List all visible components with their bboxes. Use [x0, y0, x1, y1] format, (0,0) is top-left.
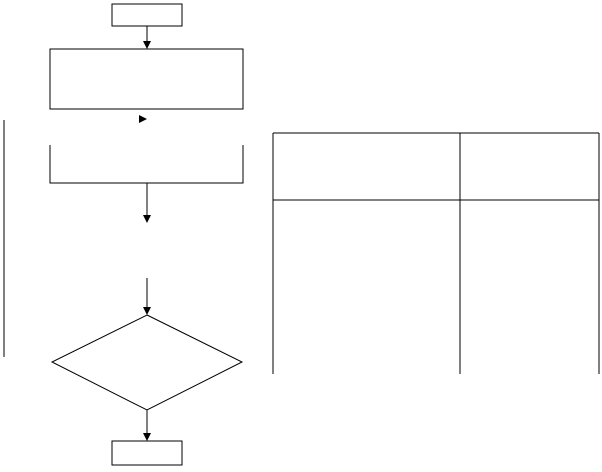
process-box-2 [49, 145, 244, 184]
reference-table [272, 132, 600, 374]
start-terminal [111, 3, 183, 27]
process-box-1 [49, 48, 244, 110]
small-arrow-marker [139, 115, 147, 123]
table-body-cell-1 [274, 201, 460, 373]
decision-diamond [50, 314, 244, 411]
table-header-cell-1 [274, 134, 460, 200]
end-terminal [111, 440, 183, 466]
table-body-cell-2 [461, 201, 599, 373]
table-header-cell-2 [461, 134, 599, 200]
